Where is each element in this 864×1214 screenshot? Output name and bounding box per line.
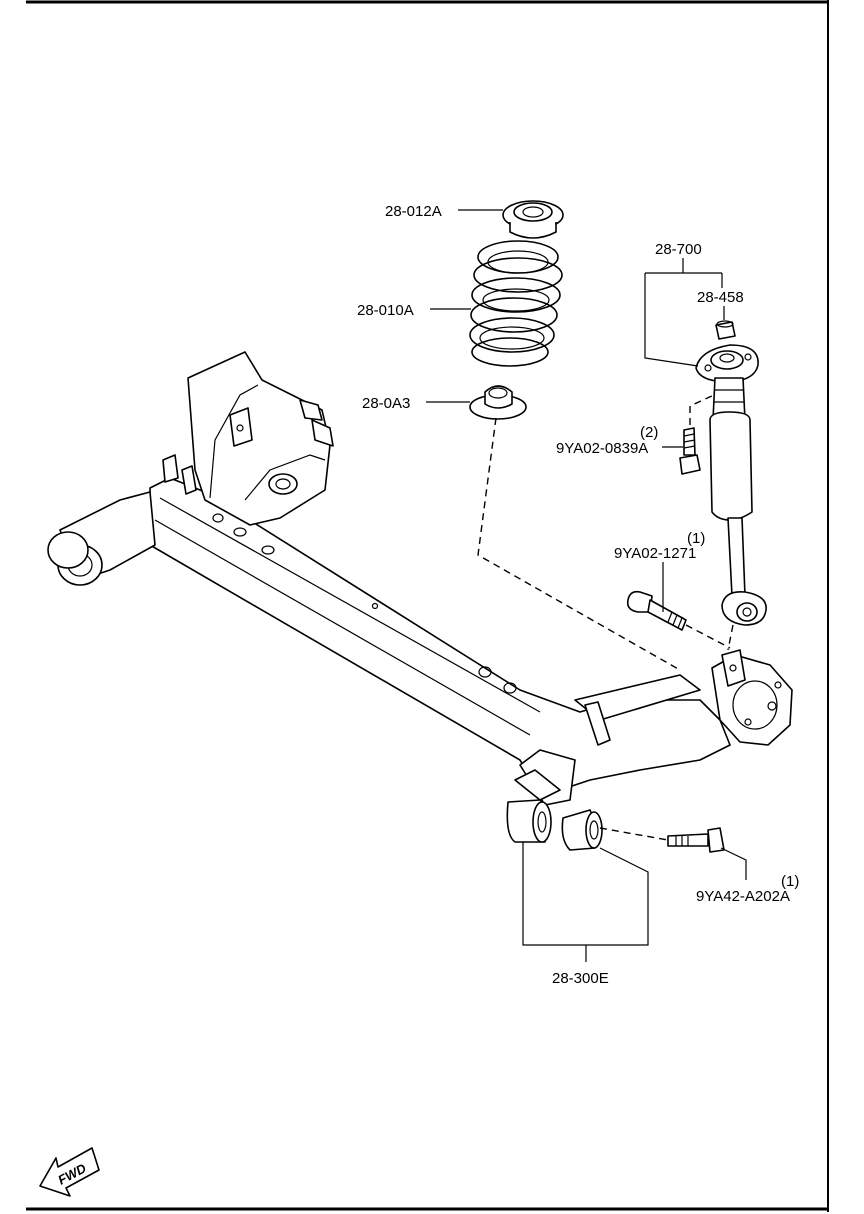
dash-bolt-lower bbox=[685, 624, 731, 649]
shock-absorber bbox=[695, 344, 767, 626]
coil-spring bbox=[469, 240, 563, 367]
leader-28-700 bbox=[644, 258, 723, 367]
label-9YA02-0839A: 9YA02-0839A bbox=[556, 440, 648, 457]
label-9YA02-1271: 9YA02-1271 bbox=[614, 545, 696, 562]
spring-seat-upper bbox=[502, 200, 564, 239]
label-28-012A: 28-012A bbox=[385, 203, 442, 220]
label-28-0A3: 28-0A3 bbox=[362, 395, 410, 412]
bolt-lower bbox=[626, 590, 687, 631]
leader-9YA42-A202A bbox=[720, 847, 747, 880]
label-qty-1-upper: (1) bbox=[687, 530, 705, 547]
label-qty-2: (2) bbox=[640, 424, 658, 441]
dash-spring-to-beam bbox=[477, 417, 681, 671]
torsion-beam-axle bbox=[47, 351, 793, 806]
dash-bushing-bolt bbox=[599, 827, 669, 841]
label-28-700: 28-700 bbox=[655, 241, 702, 258]
label-28-300E: 28-300E bbox=[552, 970, 609, 987]
leader-28-300E bbox=[522, 842, 649, 962]
nut bbox=[715, 320, 736, 340]
label-28-010A: 28-010A bbox=[357, 302, 414, 319]
bushing-bolt bbox=[667, 827, 725, 853]
fwd-arrow-icon: FWD bbox=[39, 1147, 100, 1197]
label-qty-1-lower: (1) bbox=[781, 873, 799, 890]
bolt-upper bbox=[679, 427, 701, 475]
label-9YA42-A202A: 9YA42-A202A bbox=[696, 888, 790, 905]
dash-bolt-upper bbox=[689, 394, 715, 425]
spring-seat-lower bbox=[469, 385, 527, 420]
label-28-458: 28-458 bbox=[697, 289, 744, 306]
bushing bbox=[506, 799, 603, 851]
dash-shock-to-knuckle bbox=[727, 624, 734, 651]
